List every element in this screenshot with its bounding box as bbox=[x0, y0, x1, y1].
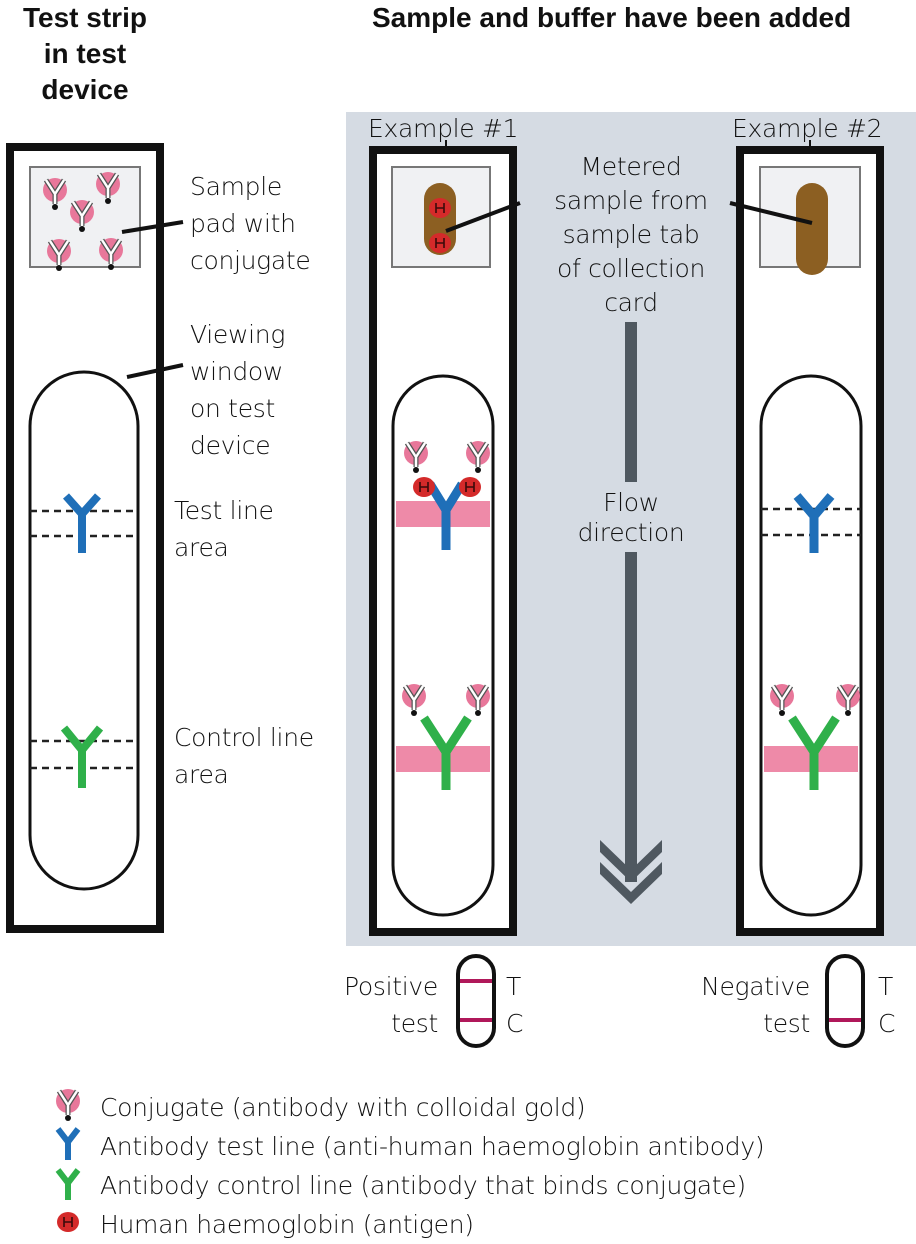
right-title: Sample and buffer have been added bbox=[372, 2, 852, 33]
positive-result-icon bbox=[456, 954, 496, 1048]
flow-direction-label: Flow direction bbox=[540, 488, 722, 548]
metered-sample-label: Metered sample from sample tab of collec… bbox=[520, 150, 742, 320]
label-line: sample tab bbox=[562, 220, 700, 249]
label-line: Sample bbox=[190, 172, 282, 201]
test-antibody-icon bbox=[55, 1127, 81, 1160]
label-line: card bbox=[604, 288, 658, 317]
label-line: test bbox=[763, 1009, 810, 1038]
left-title-line: in test bbox=[43, 38, 127, 69]
legend-item: Conjugate (antibody with colloidal gold) bbox=[100, 1093, 586, 1122]
negative-tc-labels: T C bbox=[878, 968, 895, 1042]
c-label: C bbox=[506, 1009, 524, 1038]
negative-result-icon bbox=[825, 954, 865, 1048]
negative-test-label: Negative test bbox=[660, 968, 810, 1042]
example-2-label: Example #2 bbox=[732, 114, 883, 143]
legend-item: Antibody control line (antibody that bin… bbox=[100, 1171, 746, 1200]
haemoglobin-icon bbox=[56, 1211, 80, 1233]
label-line: device bbox=[190, 431, 271, 460]
label-line: on test bbox=[190, 394, 275, 423]
sample-pad-label: Sample pad with conjugate bbox=[190, 168, 311, 279]
left-title-line: device bbox=[41, 74, 129, 105]
left-title: Test strip in test device bbox=[0, 0, 170, 108]
label-line: area bbox=[174, 533, 229, 562]
example-1-label: Example #1 bbox=[368, 114, 519, 143]
positive-test-label: Positive test bbox=[300, 968, 438, 1042]
c-label: C bbox=[878, 1009, 896, 1038]
viewing-window-label: Viewing window on test device bbox=[190, 316, 285, 464]
label-line: Positive bbox=[344, 972, 438, 1001]
label-line: Test line bbox=[174, 496, 274, 525]
label-line: test bbox=[391, 1009, 438, 1038]
positive-tc-labels: T C bbox=[506, 968, 523, 1042]
legend-item: Antibody test line (anti-human haemoglob… bbox=[100, 1132, 765, 1161]
label-line: of collection bbox=[556, 254, 706, 283]
test-device-example-1 bbox=[369, 146, 521, 936]
flow-arrow-icon bbox=[600, 322, 662, 904]
left-title-line: Test strip bbox=[23, 2, 147, 33]
label-line: Negative bbox=[701, 972, 810, 1001]
test-device-left bbox=[6, 143, 184, 933]
label-line: conjugate bbox=[190, 246, 311, 275]
control-line-label: Control line area bbox=[174, 719, 314, 793]
label-line: Flow bbox=[603, 488, 659, 517]
t-label: T bbox=[506, 972, 521, 1001]
label-line: sample from bbox=[554, 186, 708, 215]
label-line: Viewing bbox=[190, 320, 286, 349]
legend-item: Human haemoglobin (antigen) bbox=[100, 1210, 474, 1239]
label-line: Control line bbox=[174, 723, 314, 752]
legend: Conjugate (antibody with colloidal gold)… bbox=[100, 1088, 765, 1244]
label-line: window bbox=[190, 357, 284, 386]
label-line: Metered bbox=[580, 152, 682, 181]
test-line-label: Test line area bbox=[174, 492, 274, 566]
control-antibody-icon bbox=[55, 1168, 81, 1200]
test-device-example-2 bbox=[729, 146, 884, 936]
label-line: pad with bbox=[190, 209, 296, 238]
label-line: area bbox=[174, 760, 229, 789]
t-label: T bbox=[878, 972, 893, 1001]
label-line: direction bbox=[577, 518, 685, 547]
conjugate-icon bbox=[56, 1089, 80, 1121]
